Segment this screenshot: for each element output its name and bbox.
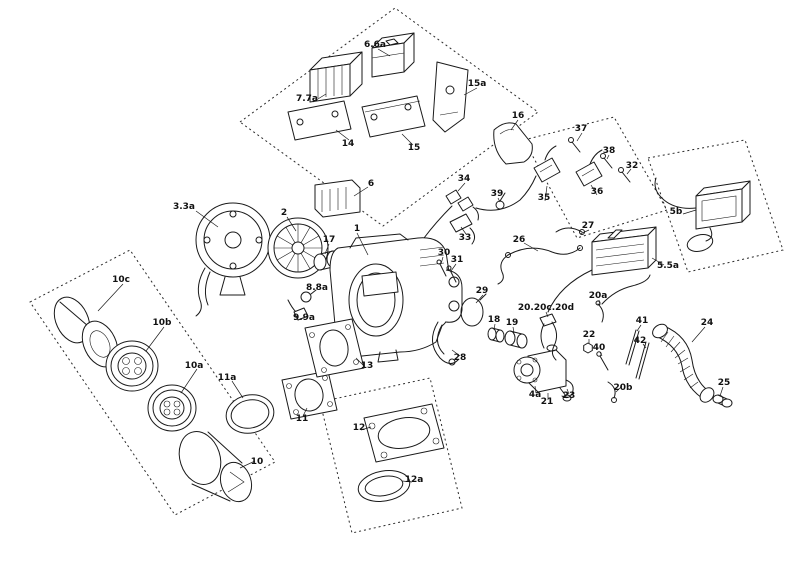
part-exhaust-pipe-24 [652, 323, 715, 403]
part-label-7.7a: 7.7a [296, 94, 318, 104]
part-clamp-29 [460, 293, 487, 327]
part-label-14: 14 [342, 139, 355, 149]
part-label-4a: 4a [529, 390, 541, 400]
part-label-40: 40 [593, 343, 606, 353]
part-label-20a: 20a [589, 291, 608, 301]
part-fasteners-right [561, 342, 733, 408]
part-relay-5-5a [591, 226, 657, 276]
part-glow-plug-wiring [539, 269, 651, 403]
part-blower-motor-3-3a [195, 202, 271, 317]
part-label-35: 35 [538, 193, 551, 203]
part-label-16: 16 [512, 111, 525, 121]
part-label-31: 31 [451, 255, 464, 265]
part-control-unit-5b [654, 177, 751, 252]
part-label-24: 24 [701, 318, 714, 328]
part-label-39: 39 [491, 189, 504, 199]
part-fuel-pump-4a-21 [513, 344, 572, 402]
outline-box-connectors [523, 116, 668, 239]
part-label-5b: 5b [670, 207, 683, 217]
part-label-10b: 10b [153, 318, 173, 328]
part-label-20.20c.20d: 20.20c.20d [518, 303, 574, 313]
outline-box-gasket-plates [319, 377, 463, 534]
part-label-41: 41 [636, 316, 649, 326]
part-grommet-9-9a [287, 299, 309, 321]
part-label-38: 38 [603, 146, 616, 156]
part-mounting-plate-13 [304, 318, 365, 378]
part-label-23: 23 [563, 391, 576, 401]
part-label-27: 27 [582, 221, 595, 231]
part-label-30: 30 [438, 248, 451, 258]
part-label-1: 1 [354, 224, 360, 234]
part-label-21: 21 [541, 397, 554, 407]
part-label-12a: 12a [405, 475, 424, 485]
part-label-9.9a: 9.9a [293, 313, 315, 323]
part-label-6: 6 [368, 179, 374, 189]
part-cover-plate-16 [493, 122, 533, 165]
part-wiring-connectors [423, 137, 631, 245]
part-label-34: 34 [458, 174, 471, 184]
part-label-12: 12 [353, 423, 366, 433]
part-label-22: 22 [583, 330, 596, 340]
part-heat-exchanger-10b [105, 340, 159, 392]
part-control-box-6 [314, 179, 361, 218]
part-flange-plate-12 [363, 403, 445, 463]
part-label-36: 36 [591, 187, 604, 197]
part-clamp-8-8a [300, 289, 317, 303]
part-label-19: 19 [506, 318, 519, 328]
part-label-5.5a: 5.5a [657, 261, 679, 271]
part-main-housing-1 [329, 233, 463, 363]
outline-box-air-parts [29, 249, 276, 516]
part-label-26: 26 [513, 235, 526, 245]
part-label-11: 11 [296, 414, 309, 424]
part-label-13: 13 [361, 361, 374, 371]
part-label-11a: 11a [218, 373, 237, 383]
part-label-10: 10 [251, 457, 264, 467]
part-label-25: 25 [718, 378, 731, 388]
part-burner-tube-10 [178, 431, 253, 503]
outline-box-5b [647, 139, 784, 273]
part-label-42: 42 [634, 336, 647, 346]
part-label-8.8a: 8.8a [306, 283, 328, 293]
part-label-10c: 10c [112, 275, 130, 285]
part-label-10a: 10a [185, 361, 204, 371]
part-label-6.6a: 6.6a [364, 40, 386, 50]
part-fuel-line-18-19 [487, 327, 528, 349]
part-gasket-12a [357, 470, 411, 502]
part-label-15: 15 [408, 143, 421, 153]
leader-lines [97, 48, 724, 483]
part-blower-wheel-2 [267, 217, 329, 279]
part-label-37: 37 [575, 124, 588, 134]
part-wiring-harness-26-27 [497, 227, 585, 285]
part-gasket-11a [225, 394, 275, 434]
part-label-29: 29 [476, 286, 489, 296]
part-label-33: 33 [459, 233, 472, 243]
part-control-boxes-top [287, 32, 469, 141]
part-label-17: 17 [323, 235, 336, 245]
part-flange-plate-11 [281, 370, 338, 420]
part-label-3.3a: 3.3a [173, 202, 195, 212]
part-label-18: 18 [488, 315, 501, 325]
part-heat-exchanger-10a [147, 384, 197, 432]
part-label-28: 28 [454, 353, 467, 363]
part-screws-30-31 [436, 259, 457, 283]
part-label-15a: 15a [468, 79, 487, 89]
part-label-20b: 20b [614, 383, 634, 393]
part-label-2: 2 [281, 208, 287, 218]
part-label-32: 32 [626, 161, 639, 171]
part-bracket-28 [432, 321, 459, 366]
